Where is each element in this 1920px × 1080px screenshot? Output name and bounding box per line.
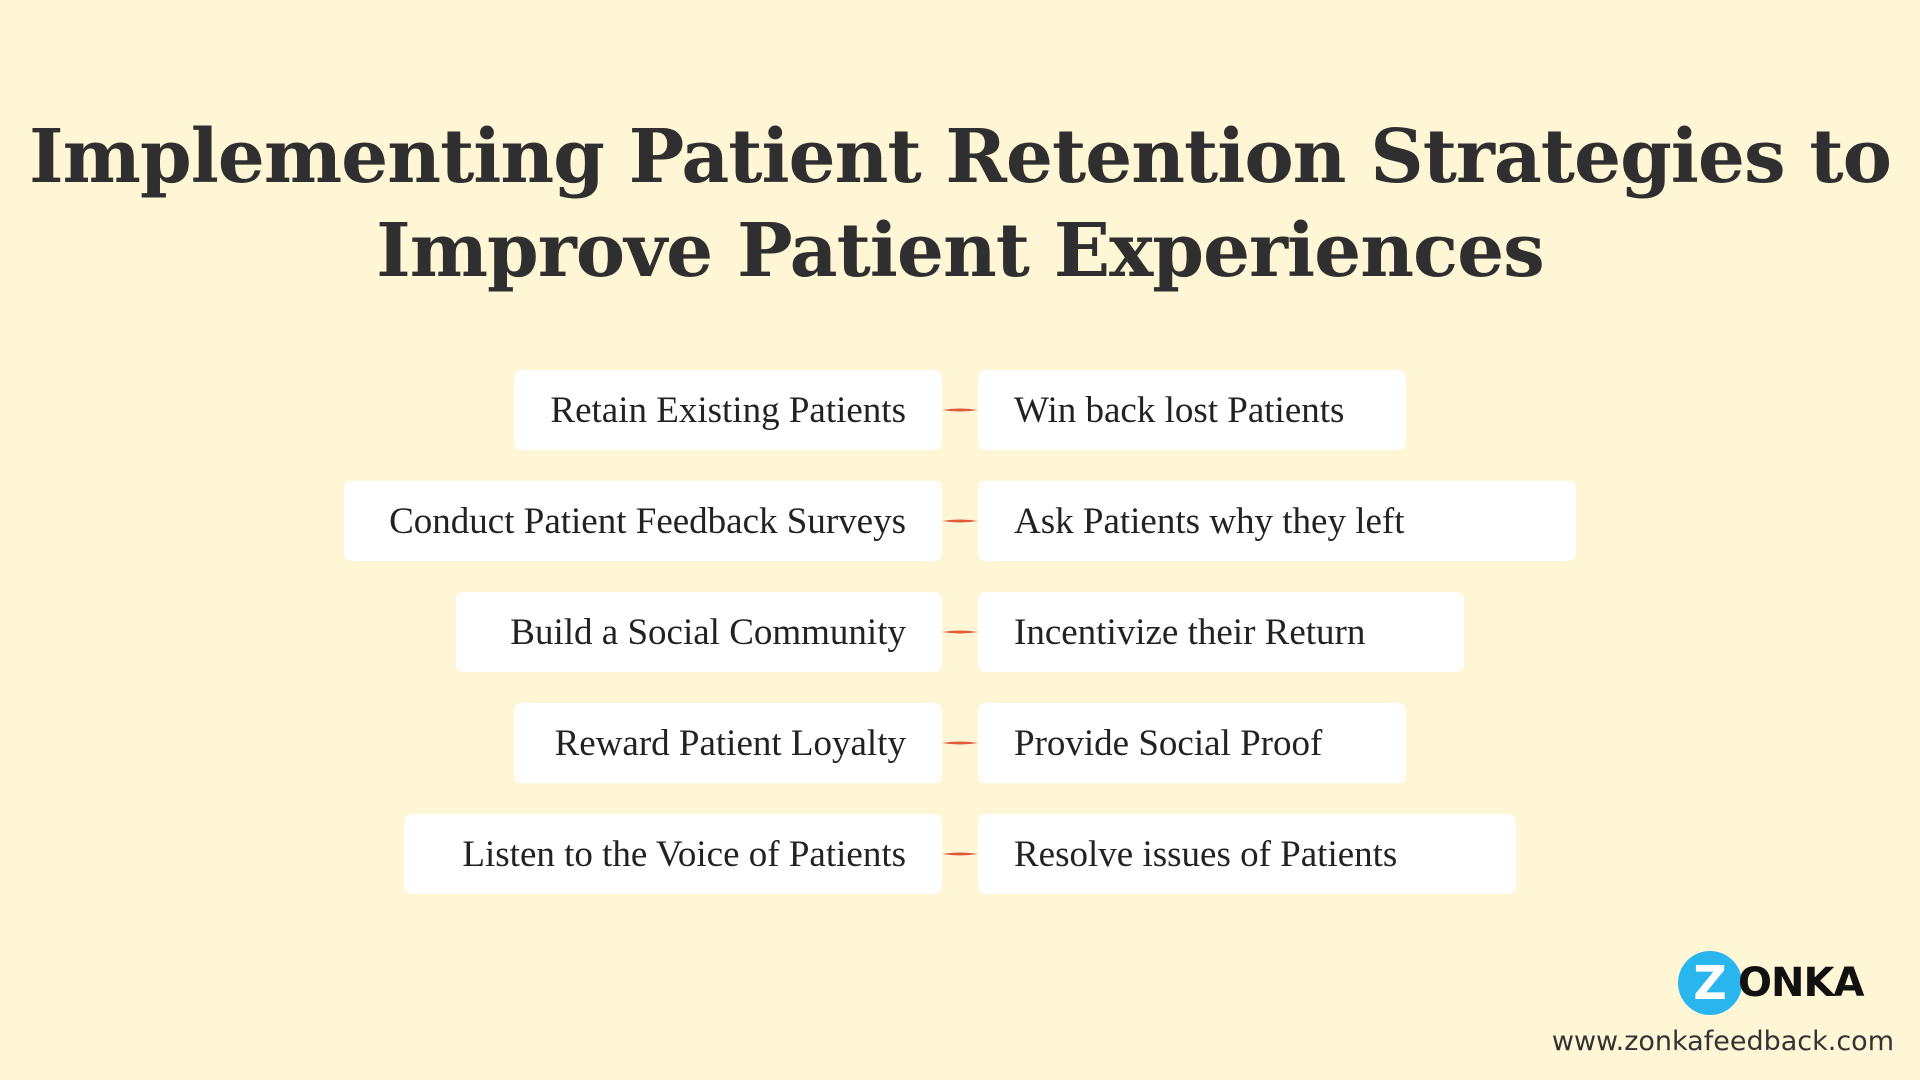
strategy-row: Build a Social Community Incentivize the… [0,592,1920,672]
strategy-right-box: Win back lost Patients [978,370,1406,450]
strategy-left-label: Conduct Patient Feedback Surveys [389,500,906,542]
logo-circle-icon: Z [1678,951,1742,1015]
title-line-1: Implementing Patient Retention Strategie… [29,114,1892,200]
strategy-row: Retain Existing Patients Win back lost P… [0,370,1920,450]
connector-line [942,519,978,523]
strategy-row: Listen to the Voice of Patients Resolve … [0,814,1920,894]
strategy-left-label: Reward Patient Loyalty [554,722,906,764]
connector-line [942,741,978,745]
logo-letter: Z [1693,956,1727,1010]
strategy-left-box: Conduct Patient Feedback Surveys [344,481,942,561]
strategy-right-box: Provide Social Proof [978,703,1406,783]
strategy-right-box: Resolve issues of Patients [978,814,1516,894]
strategy-right-label: Provide Social Proof [1014,722,1323,764]
connector-line [942,408,978,412]
connector-line [942,630,978,634]
strategy-row: Reward Patient Loyalty Provide Social Pr… [0,703,1920,783]
strategy-left-box: Listen to the Voice of Patients [404,814,942,894]
strategy-left-box: Build a Social Community [456,592,942,672]
strategy-left-label: Retain Existing Patients [550,389,906,431]
strategy-row: Conduct Patient Feedback Surveys Ask Pat… [0,481,1920,561]
strategy-left-box: Retain Existing Patients [514,370,942,450]
strategy-right-label: Incentivize their Return [1014,611,1366,653]
strategy-left-label: Listen to the Voice of Patients [462,833,906,875]
title-line-2: Improve Patient Experiences [376,208,1545,294]
zonka-logo: Z ONKA [1678,948,1864,1018]
strategy-left-label: Build a Social Community [510,611,906,653]
strategy-right-box: Incentivize their Return [978,592,1464,672]
strategy-right-label: Resolve issues of Patients [1014,833,1398,875]
strategy-right-label: Ask Patients why they left [1014,500,1405,542]
strategy-right-label: Win back lost Patients [1014,389,1345,431]
website-url: www.zonkafeedback.com [1551,1026,1894,1057]
page-title: Implementing Patient Retention Strategie… [0,110,1920,298]
strategy-left-box: Reward Patient Loyalty [514,703,942,783]
logo-wordmark: ONKA [1738,960,1864,1006]
connector-line [942,852,978,856]
strategy-right-box: Ask Patients why they left [978,481,1576,561]
